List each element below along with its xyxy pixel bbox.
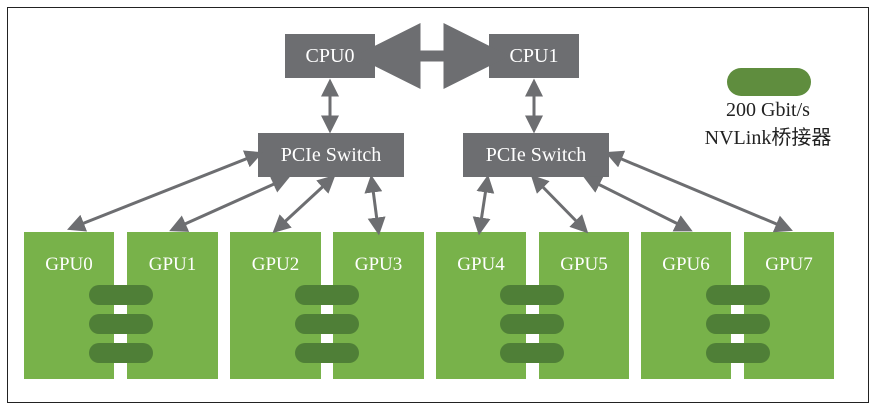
cpu0-node: CPU0 xyxy=(285,34,375,78)
nvlink-bridge-gpu01 xyxy=(89,285,153,305)
gpu3-card: GPU3 xyxy=(333,232,424,379)
nvlink-bridge-gpu45 xyxy=(500,343,564,363)
cpu1-label: CPU1 xyxy=(509,44,559,67)
nvlink-bridge-gpu23 xyxy=(295,285,359,305)
pcie-switch-left: PCIe Switch xyxy=(258,133,404,177)
nvlink-bridge-gpu45 xyxy=(500,285,564,305)
nvlink-bridge-gpu67 xyxy=(706,285,770,305)
nvlink-bridge-gpu01 xyxy=(89,314,153,334)
gpu4-label: GPU4 xyxy=(457,254,505,275)
gpu4-card: GPU4 xyxy=(436,232,526,379)
gpu6-label: GPU6 xyxy=(662,254,710,275)
pcie-switch-right-label: PCIe Switch xyxy=(485,143,587,166)
nvlink-bridge-gpu23 xyxy=(295,343,359,363)
nvlink-bridge-gpu23 xyxy=(295,314,359,334)
legend-nvlink-swatch xyxy=(727,68,811,96)
pcie-switch-left-label: PCIe Switch xyxy=(280,143,382,166)
gpu1-label: GPU1 xyxy=(148,254,197,275)
cpu0-label: CPU0 xyxy=(305,44,355,67)
gpu5-label: GPU5 xyxy=(560,254,608,275)
gpu7-label: GPU7 xyxy=(765,254,813,275)
gpu2-label: GPU2 xyxy=(251,254,300,275)
gpu3-label: GPU3 xyxy=(354,254,403,275)
nvlink-bridge-gpu67 xyxy=(706,314,770,334)
legend-line2: NVLink桥接器 xyxy=(704,127,832,149)
nvlink-bridge-gpu01 xyxy=(89,343,153,363)
legend-label: 200 Gbit/s NVLink桥接器 xyxy=(688,96,848,152)
nvlink-bridge-gpu45 xyxy=(500,314,564,334)
gpu0-label: GPU0 xyxy=(45,254,93,275)
legend-line1: 200 Gbit/s xyxy=(726,99,810,121)
cpu1-node: CPU1 xyxy=(489,34,579,78)
pcie-switch-right: PCIe Switch xyxy=(463,133,609,177)
nvlink-bridge-gpu67 xyxy=(706,343,770,363)
